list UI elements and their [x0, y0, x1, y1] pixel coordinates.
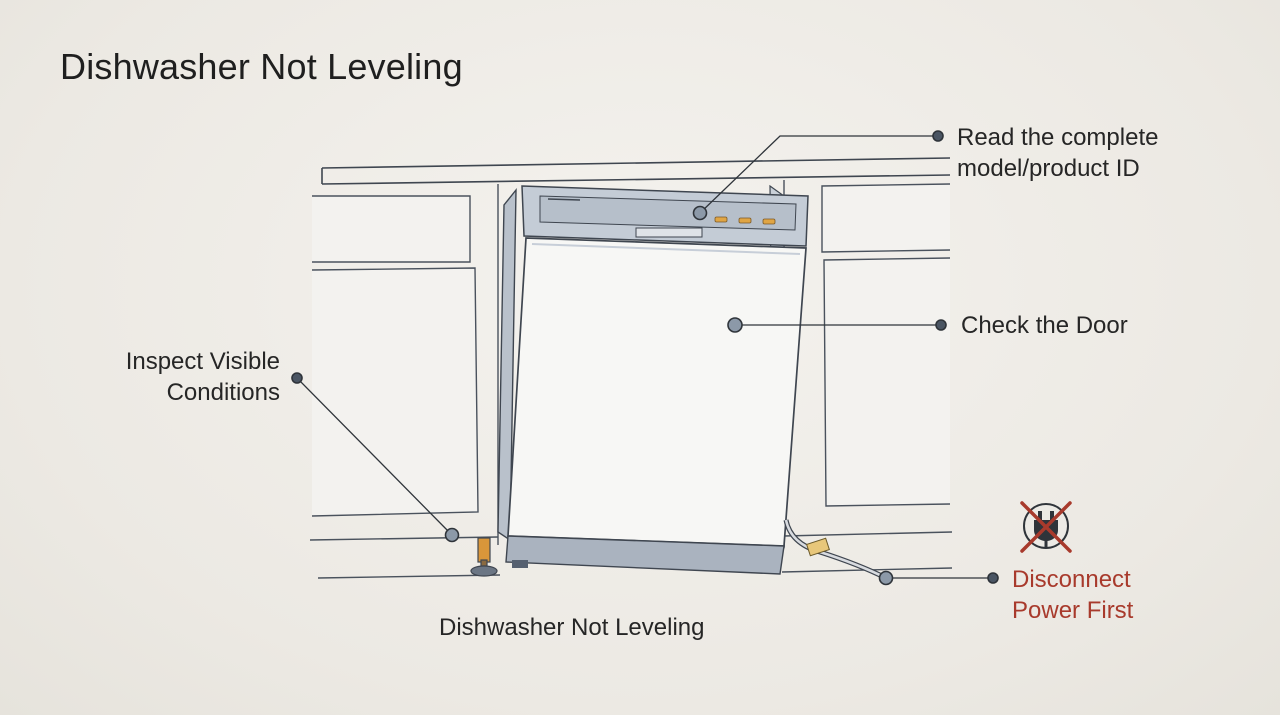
- diagram-caption: Dishwasher Not Leveling: [439, 614, 705, 641]
- callout-model-id-line-1: Read the complete: [957, 124, 1159, 151]
- callout-visible-conditions-line-1: Inspect Visible: [125, 348, 280, 375]
- leveling-foot: [470, 537, 498, 577]
- callout-visible-conditions: Inspect Visible Conditions: [82, 346, 280, 408]
- marker-model-id: [692, 205, 708, 221]
- supply-line: [783, 519, 888, 581]
- control-panel: [521, 185, 809, 247]
- kick-plate: [505, 535, 785, 575]
- no-plug-icon: [1020, 501, 1072, 553]
- callout-door-line-1: Check the Door: [961, 312, 1128, 339]
- marker-door: [727, 317, 743, 333]
- marker-power: [878, 570, 894, 586]
- control-buttons: [714, 216, 776, 225]
- callout-visible-conditions-line-2: Conditions: [166, 379, 280, 406]
- marker-power-end: [987, 572, 999, 584]
- marker-door-end: [935, 319, 947, 331]
- callout-model-id: Read the complete model/product ID: [957, 122, 1158, 184]
- left-cabinet: [309, 184, 501, 579]
- marker-model-id-end: [932, 130, 944, 142]
- countertop: [321, 157, 951, 185]
- page-title: Dishwasher Not Leveling: [60, 46, 463, 87]
- callout-markers: [291, 130, 999, 586]
- marker-visible-conditions: [291, 372, 303, 384]
- callout-model-id-line-2: model/product ID: [957, 155, 1140, 182]
- callout-power-line-1: Disconnect: [1012, 566, 1131, 593]
- callout-door: Check the Door: [961, 310, 1128, 341]
- leader-lines: [296, 135, 993, 579]
- marker-visible-conditions-end: [444, 527, 460, 543]
- callout-power-line-2: Power First: [1012, 597, 1134, 624]
- callout-power: Disconnect Power First: [1012, 564, 1133, 626]
- right-cabinet: [781, 180, 953, 573]
- dishwasher-door: [507, 237, 807, 547]
